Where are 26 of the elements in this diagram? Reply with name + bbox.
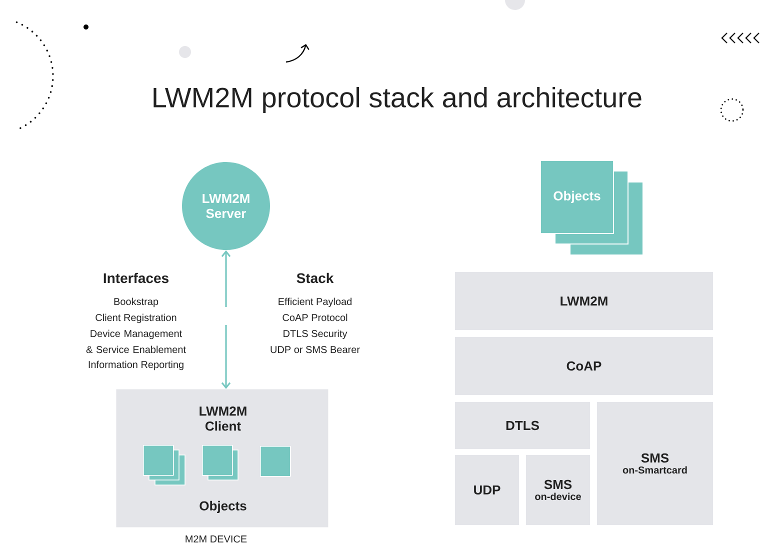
title: LWM2M protocol stack and architecture	[154, 86, 642, 114]
layer-box: LWM2M	[455, 272, 713, 330]
object-stack	[202, 445, 238, 480]
list-item: Client Registration	[96, 314, 176, 324]
layer-box: SMS on-device	[526, 455, 590, 525]
arrow	[221, 325, 231, 389]
list-item: Device Management & Service Enablement	[86, 330, 186, 354]
object-stack	[143, 445, 186, 486]
layer-box: DTLS	[455, 402, 590, 449]
list-item: DTLS Security	[284, 330, 348, 340]
heading: Stack	[296, 272, 334, 284]
list-item: Efficient Payload	[278, 298, 352, 308]
layer-box: CoAP	[455, 337, 713, 395]
list-item: Information Reporting	[88, 360, 184, 370]
node-label: Objects	[200, 500, 246, 514]
heading: Interfaces	[104, 272, 168, 284]
node-label: LWM2M Client	[200, 406, 246, 431]
list-item: CoAP Protocol	[282, 314, 348, 322]
object-stack	[260, 446, 291, 477]
device-label: M2M DEVICE	[186, 535, 247, 543]
arrow	[221, 250, 231, 307]
list-item: UDP or SMS Bearer	[270, 346, 360, 354]
object-stack: Objects	[540, 160, 644, 256]
layer-box: SMS on-Smartcard	[597, 402, 713, 525]
layer-box: UDP	[455, 455, 519, 525]
list-item: Bookstrap	[114, 298, 158, 308]
